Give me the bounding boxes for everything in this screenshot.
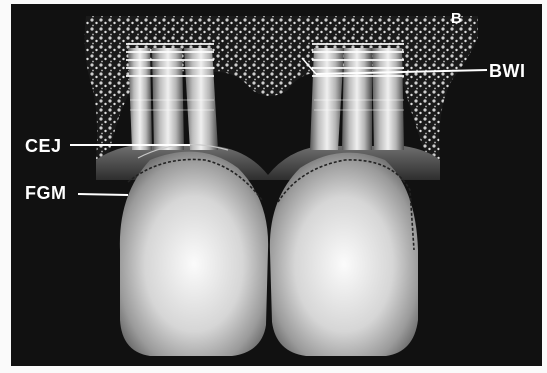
right-crown bbox=[270, 153, 418, 356]
label-fgm: FGM bbox=[25, 183, 67, 204]
label-bwi: BWI bbox=[489, 61, 526, 82]
right-tooth-roots bbox=[310, 44, 404, 150]
left-tooth-roots bbox=[126, 44, 218, 150]
panel-label: B bbox=[451, 10, 462, 27]
left-crown bbox=[120, 152, 268, 356]
fgm-leader-line bbox=[78, 194, 128, 195]
label-cej: CEJ bbox=[25, 136, 62, 157]
